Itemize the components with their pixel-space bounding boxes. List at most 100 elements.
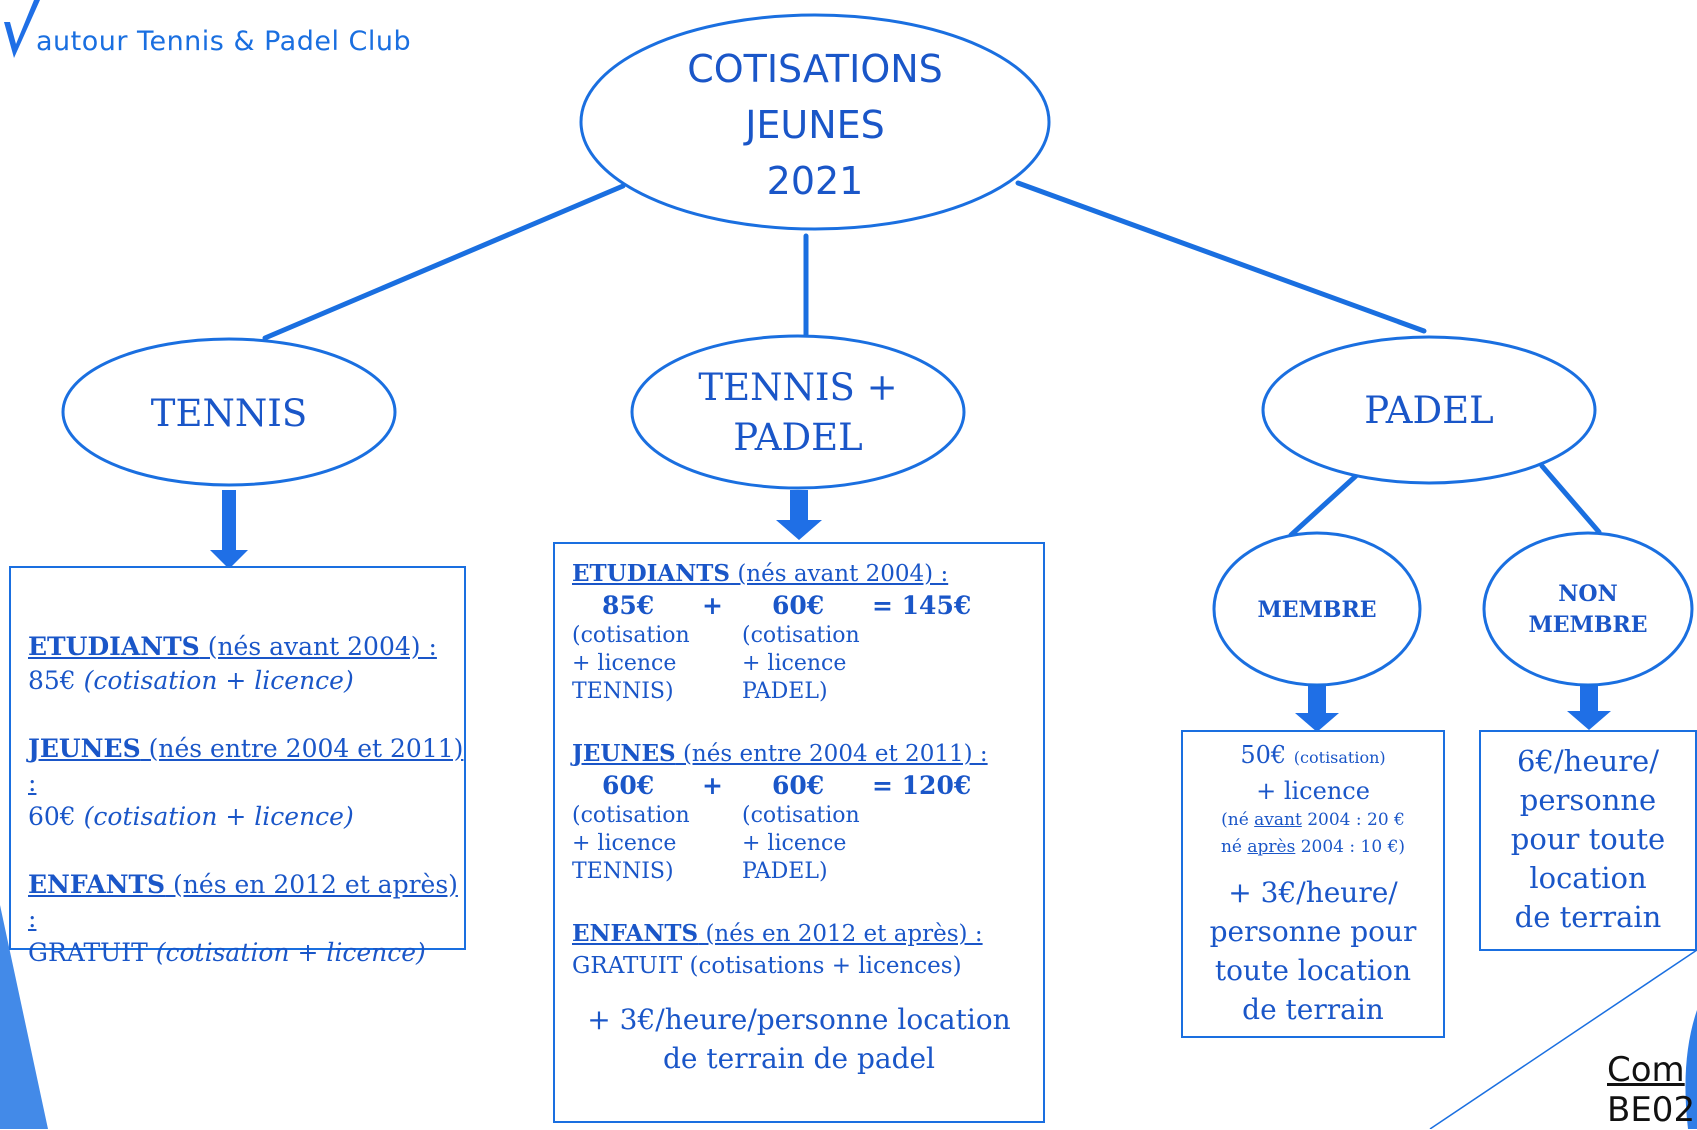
main-title-line-2: JEUNES bbox=[745, 103, 885, 147]
side-decoration-right bbox=[1685, 1010, 1697, 1129]
combo-etudiants-heading: ETUDIANTS (nés avant 2004) : bbox=[572, 558, 1043, 590]
non-membre-pricing-box: 6€/heure/ personne pour toute location d… bbox=[1479, 730, 1697, 951]
note-line: PADEL) bbox=[742, 679, 828, 704]
calc-plus: + bbox=[702, 591, 723, 620]
note-underlined: après bbox=[1247, 837, 1296, 857]
combo-extra-line-1: + 3€/heure/personne location bbox=[587, 1003, 1011, 1036]
note-line: TENNIS) bbox=[572, 679, 674, 704]
category-tennis: TENNIS bbox=[63, 360, 395, 466]
tennis-etudiants-note: (cotisation + licence) bbox=[83, 666, 354, 695]
arrow-membre bbox=[1295, 678, 1339, 732]
note-line: PADEL) bbox=[742, 859, 828, 884]
membre-extra-line-3: toute location bbox=[1214, 954, 1412, 987]
membre-extra-line-4: de terrain bbox=[1242, 993, 1384, 1026]
non-membre-line-4: location bbox=[1529, 861, 1647, 895]
padel-membre-label: MEMBRE bbox=[1257, 597, 1377, 623]
category-tennis-padel-line-1: TENNIS + bbox=[698, 366, 898, 409]
calc-total: = 145€ bbox=[872, 591, 972, 620]
padel-non-membre: NON MEMBRE bbox=[1484, 570, 1692, 650]
membre-price-line: 50€ (cotisation) bbox=[1187, 738, 1439, 775]
connector-main-padel bbox=[1015, 180, 1427, 334]
tennis-ellipse-shape bbox=[61, 337, 397, 487]
main-title-line-1: COTISATIONS bbox=[687, 47, 943, 91]
tennis-enfants-price-line: GRATUIT (cotisation + licence) bbox=[28, 936, 464, 970]
tennis-etudiants-price-line: 85€ (cotisation + licence) bbox=[28, 664, 464, 698]
brand-name: autour Tennis & Padel Club bbox=[36, 26, 412, 57]
membre-extra-line-2: personne pour bbox=[1209, 915, 1417, 948]
tennis-etudiants-price: 85€ bbox=[28, 666, 84, 695]
corner-text-line-1: Com bbox=[1607, 1050, 1685, 1090]
calc-total: = 120€ bbox=[872, 771, 972, 800]
note-text: (né bbox=[1221, 810, 1255, 830]
combo-jeunes-calc: 60€ + 60€ = 120€ bbox=[572, 770, 1043, 802]
padel-non-membre-line-1: NON bbox=[1558, 581, 1618, 607]
tennis-pricing-box: ETUDIANTS (nés avant 2004) : 85€ (cotisa… bbox=[9, 566, 466, 967]
tennis-etudiants-title: ETUDIANTS bbox=[28, 632, 200, 661]
membre-pricing-box: 50€ (cotisation) + licence (né avant 200… bbox=[1181, 730, 1445, 1038]
calc-padel-value: 60€ bbox=[772, 771, 825, 800]
category-tennis-padel-line-2: PADEL bbox=[733, 416, 863, 459]
main-title-line-3: 2021 bbox=[766, 159, 864, 203]
tennis-jeunes-range: (nés entre 2004 et 2011) : bbox=[28, 734, 464, 797]
padel-non-membre-line-2: MEMBRE bbox=[1528, 612, 1648, 638]
membre-price: 50€ bbox=[1240, 741, 1287, 769]
main-title: COTISATIONS JEUNES 2021 bbox=[600, 40, 1030, 210]
membre-ellipse-shape bbox=[1212, 531, 1422, 687]
combo-pricing-box: ETUDIANTS (nés avant 2004) : 85€ + 60€ =… bbox=[553, 542, 1045, 1123]
note-text: né bbox=[1220, 837, 1248, 857]
category-tennis-padel: TENNIS + PADEL bbox=[632, 358, 964, 468]
non-membre-line-5: de terrain bbox=[1514, 900, 1662, 934]
note-line: (cotisation bbox=[742, 623, 860, 648]
calc-padel-value: 60€ bbox=[772, 591, 825, 620]
corner-text-line-2: BE02 bbox=[1607, 1090, 1696, 1130]
calc-tennis-value: 85€ bbox=[602, 591, 655, 620]
tennis-enfants-note: (cotisation + licence) bbox=[155, 938, 426, 967]
connector-main-tennis bbox=[262, 183, 626, 341]
membre-extra-line-1: + 3€/heure/ bbox=[1228, 876, 1398, 909]
combo-jeunes-notes: (cotisation + licence TENNIS) (cotisatio… bbox=[572, 802, 1043, 886]
membre-licence-note-2: né après 2004 : 10 €) bbox=[1187, 834, 1439, 861]
notes-tennis: (cotisation + licence TENNIS) bbox=[572, 802, 742, 886]
combo-jeunes-title: JEUNES bbox=[572, 740, 676, 767]
category-padel-label: PADEL bbox=[1364, 388, 1494, 432]
calc-plus: + bbox=[702, 771, 723, 800]
membre-price-note: (cotisation) bbox=[1293, 748, 1386, 767]
non-membre-line-2: personne bbox=[1519, 783, 1657, 817]
note-line: + licence bbox=[572, 651, 677, 676]
non-membre-line-1: 6€/heure/ bbox=[1517, 744, 1659, 778]
note-underlined: avant bbox=[1254, 810, 1302, 830]
main-ellipse-shape bbox=[579, 13, 1051, 231]
note-line: (cotisation bbox=[572, 803, 690, 828]
tennis-jeunes-price: 60€ bbox=[28, 802, 84, 831]
combo-etudiants-range: (nés avant 2004) : bbox=[730, 561, 949, 587]
side-decoration-left bbox=[0, 905, 48, 1129]
combo-enfants-title: ENFANTS bbox=[572, 920, 699, 947]
membre-extra: + 3€/heure/ personne pour toute location… bbox=[1187, 873, 1439, 1029]
tennis-jeunes-note: (cotisation + licence) bbox=[83, 802, 354, 831]
note-line: (cotisation bbox=[742, 803, 860, 828]
membre-licence-note-1: (né avant 2004 : 20 € bbox=[1187, 807, 1439, 834]
combo-etudiants-calc: 85€ + 60€ = 145€ bbox=[572, 590, 1043, 622]
membre-licence: + licence bbox=[1256, 777, 1370, 805]
tennis-enfants-range: (nés en 2012 et après) : bbox=[28, 870, 458, 933]
note-line: + licence bbox=[742, 651, 847, 676]
notes-padel: (cotisation + licence PADEL) bbox=[742, 622, 872, 706]
tennis-etudiants-range: (nés avant 2004) : bbox=[199, 632, 437, 661]
combo-enfants-heading: ENFANTS (nés en 2012 et après) : bbox=[572, 918, 1043, 950]
padel-ellipse-shape bbox=[1261, 335, 1597, 485]
non-membre-line-3: pour toute bbox=[1510, 822, 1666, 856]
combo-etudiants-title: ETUDIANTS bbox=[572, 560, 731, 587]
combo-jeunes-range: (nés entre 2004 et 2011) : bbox=[675, 741, 988, 767]
combo-extra: + 3€/heure/personne location de terrain … bbox=[555, 1000, 1043, 1078]
combo-enfants-range: (nés en 2012 et après) : bbox=[698, 921, 983, 947]
tennis-jeunes-title: JEUNES bbox=[28, 734, 141, 763]
category-tennis-label: TENNIS bbox=[150, 391, 308, 435]
notes-padel: (cotisation + licence PADEL) bbox=[742, 802, 872, 886]
tennis-jeunes-heading: JEUNES (nés entre 2004 et 2011) : bbox=[28, 732, 464, 800]
tennis-enfants-heading: ENFANTS (nés en 2012 et après) : bbox=[28, 868, 464, 936]
note-line: + licence bbox=[742, 831, 847, 856]
combo-extra-line-2: de terrain de padel bbox=[662, 1042, 936, 1075]
combo-etudiants-notes: (cotisation + licence TENNIS) (cotisatio… bbox=[572, 622, 1043, 706]
calc-tennis-value: 60€ bbox=[602, 771, 655, 800]
